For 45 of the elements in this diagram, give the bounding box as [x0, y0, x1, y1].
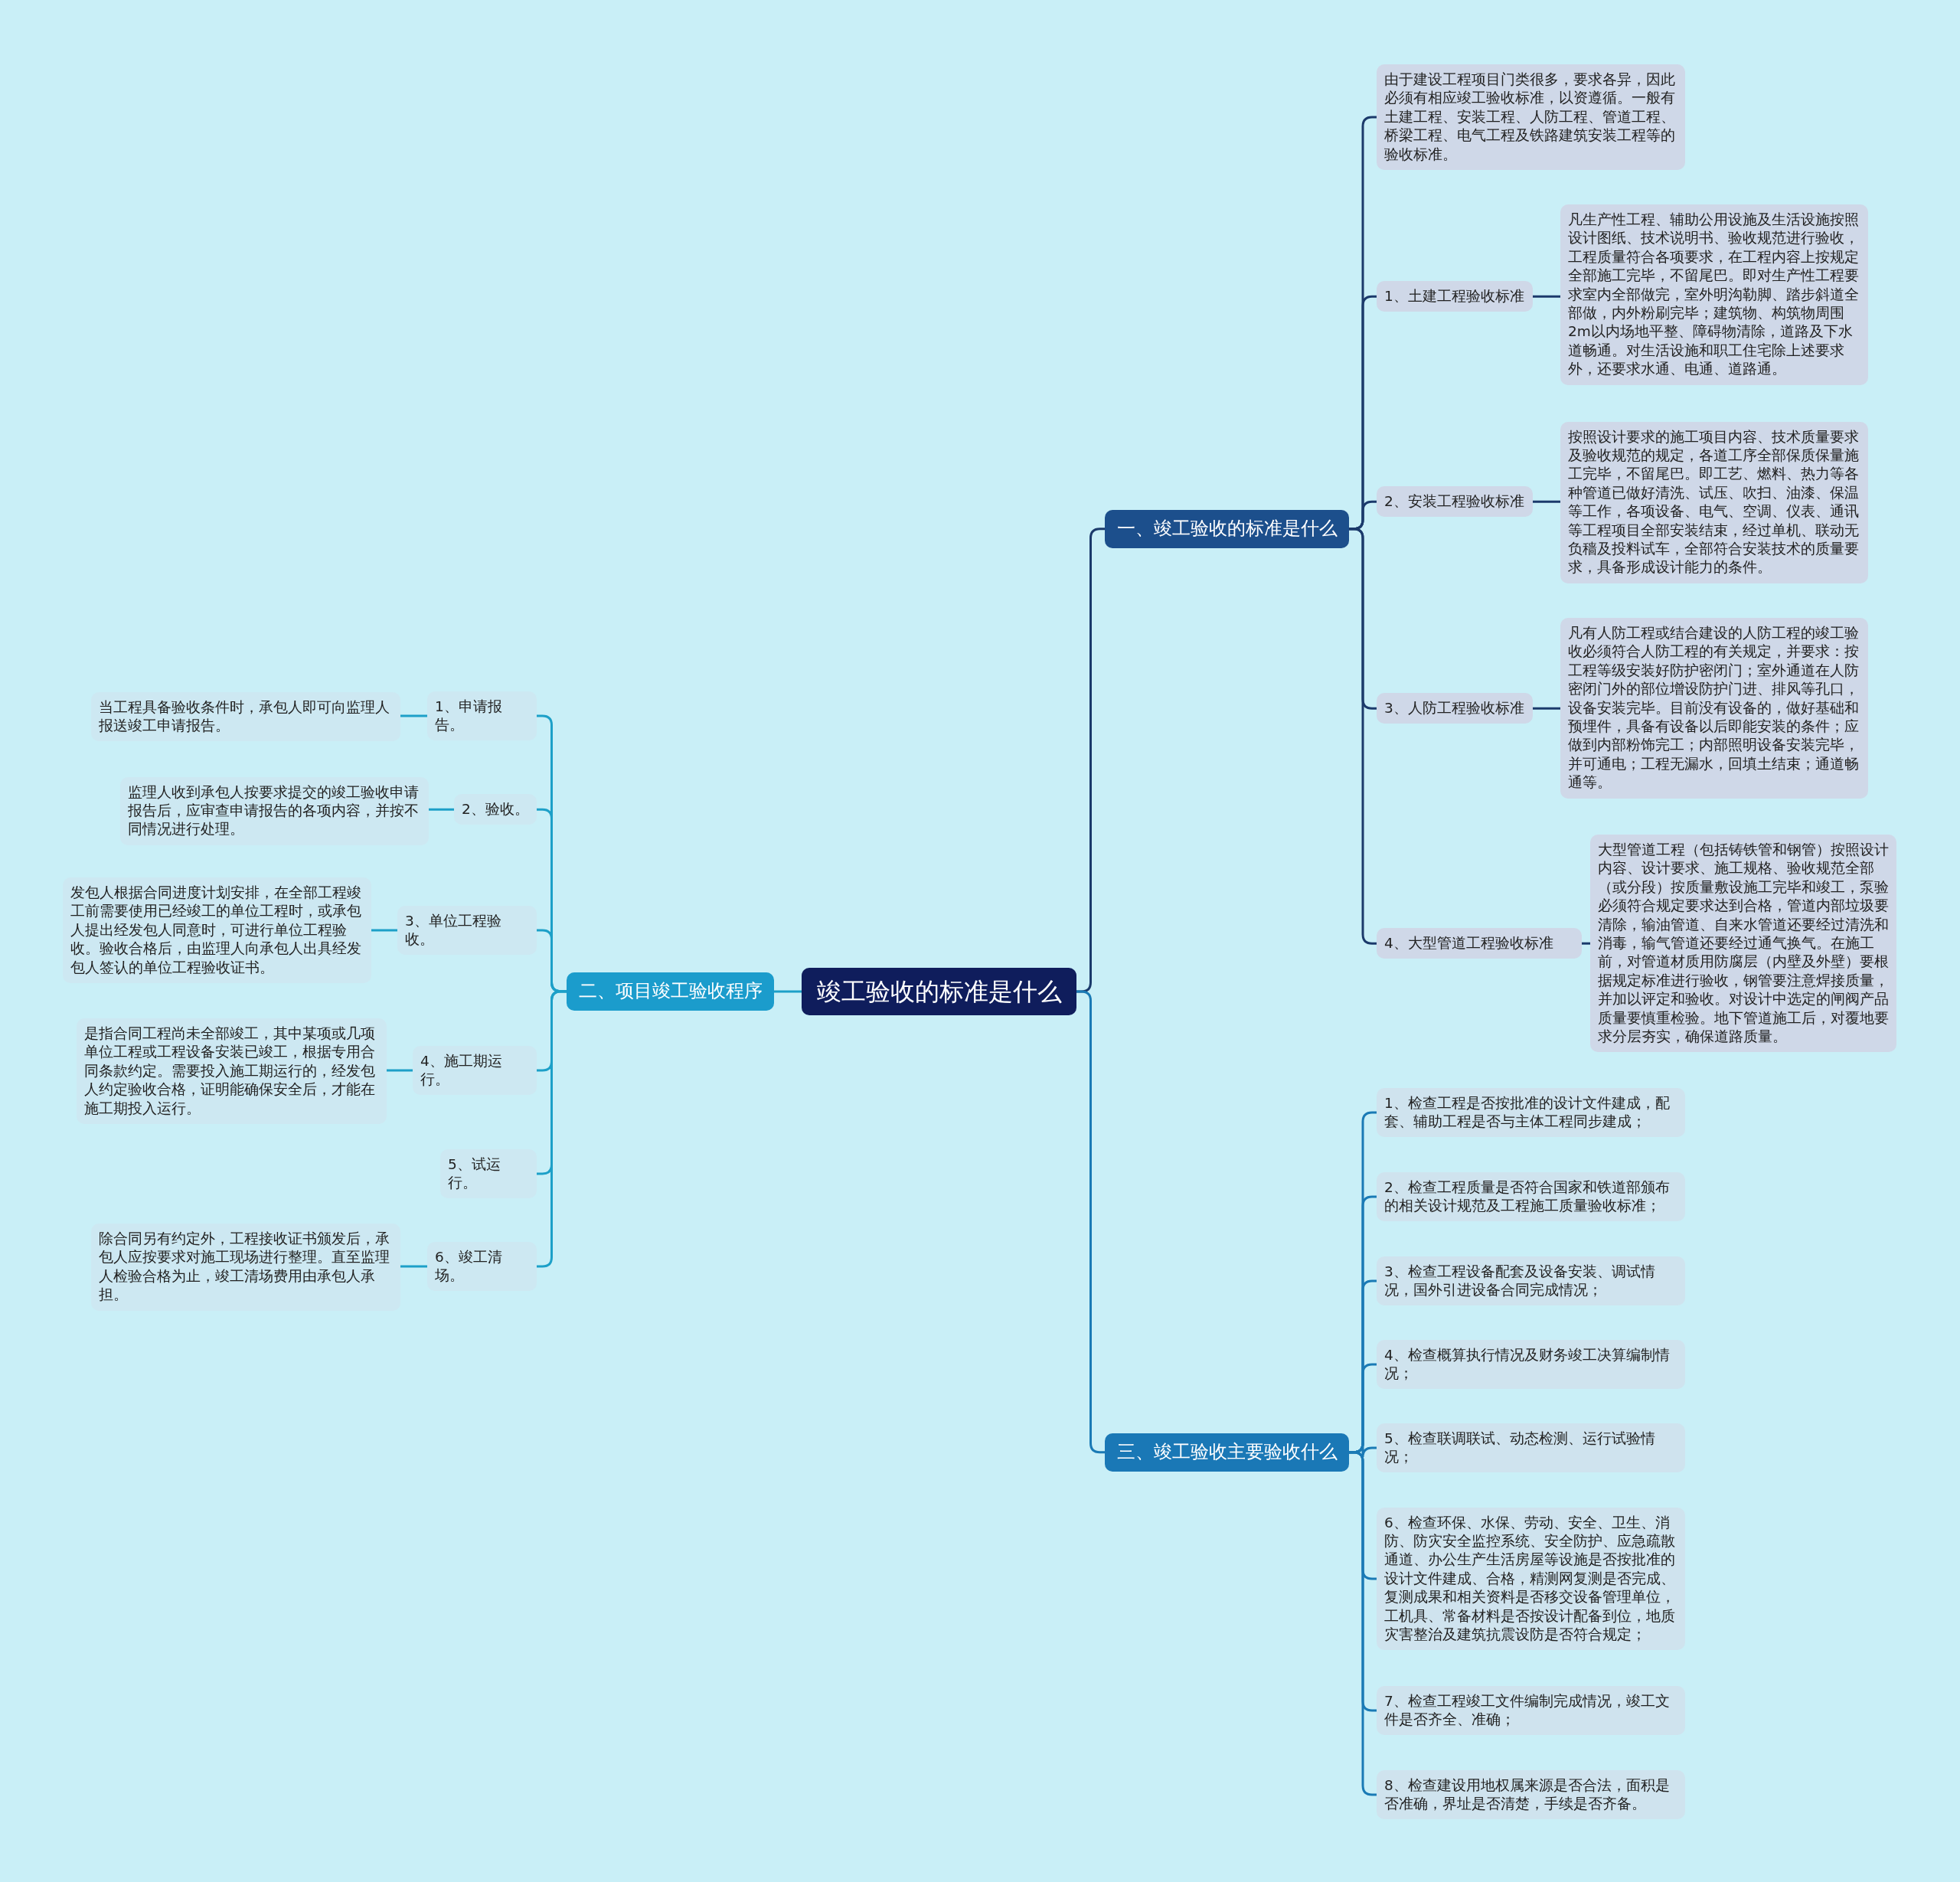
connector-line: [400, 714, 427, 717]
connector-line: [1533, 295, 1560, 298]
connector-line: [1349, 528, 1377, 945]
text-card: 当工程具备验收条件时，承包人即可向监理人报送竣工申请报告。: [91, 691, 400, 742]
connector-line: [1533, 500, 1560, 503]
subtopic-box: 2、安装工程验收标准: [1377, 486, 1533, 518]
text-card: 按照设计要求的施工项目内容、技术质量要求及验收规范的规定，各道工序全部保质保量施工完毕，不留尾巴。即工艺、燃料、热力等各种管道已做好清洗、试压、吹扫、油漆、保温等工作，各项设备、电气、空调、仪表、通讯等工程项目全部安装结束，经过单机、联动无负穑及投料试车，全部符合安装技术的质量要求，具备形成设计能力的条件。: [1560, 421, 1868, 583]
subtopic-box: 3、人防工程验收标准: [1377, 693, 1533, 724]
text-card: 3、检查工程设备配套及设备安装、调试情况，国外引进设备合同完成情况；: [1377, 1256, 1685, 1306]
text-card: 是指合同工程尚未全部竣工，其中某项或几项单位工程或工程设备安装已竣工，根据专用合同条款约定。需要投入施工期运行的，经发包人约定验收合格，证明能确保安全后，才能在施工期投入运行。: [77, 1018, 387, 1125]
subtopic-box: 2、验收。: [454, 794, 537, 825]
text-card: 凡生产性工程、辅助公用设施及生活设施按照设计图纸、技术说明书、验收规范进行验收，工程质量符合各项要求，在工程内容上按规定全部施工完毕，不留尾巴。即对生产性工程要求室内全部做完，室外明沟勒脚、踏步斜道全部做，内外粉刷完毕；建筑物、构筑物周围2m以内场地平整、障碍物清除，道路及下水道畅通。对生活设施和职工住宅除上述要求外，还要求水通、电通、道路通。: [1560, 204, 1868, 385]
subtopic-box: 4、大型管道工程验收标准: [1377, 928, 1582, 959]
branch-topic-box: 一、竣工验收的标准是什么: [1105, 510, 1349, 548]
text-card: 监理人收到承包人按要求提交的竣工验收申请报告后，应审查申请报告的各项内容，并按不同情况进行处理。: [120, 776, 429, 845]
subtopic-box: 4、施工期运行。: [413, 1045, 537, 1096]
branch-topic-box: 二、项目竣工验收程序: [567, 972, 774, 1011]
text-card: 8、检查建设用地权属来源是否合法，面积是否准确，界址是否清楚，手续是否齐备。: [1377, 1769, 1685, 1820]
subtopic-box: 5、试运行。: [440, 1148, 537, 1199]
connector-line: [1582, 942, 1590, 945]
text-card: 由于建设工程项目门类很多，要求各异，因此必须有相应竣工验收标准，以资遵循。一般有土建工程、安装工程、人防工程、管道工程、桥梁工程、电气工程及铁路建筑安装工程等的验收标准。: [1377, 64, 1685, 171]
text-card: 5、检查联调联试、动态检测、运行试验情况；: [1377, 1423, 1685, 1473]
text-card: 4、检查概算执行情况及财务竣工决算编制情况；: [1377, 1339, 1685, 1390]
text-card: 除合同另有约定外，工程接收证书颁发后，承包人应按要求对施工现场进行整理。直至监理人检验合格为止，竣工清场费用由承包人承担。: [91, 1224, 400, 1311]
connector-line: [371, 929, 397, 932]
subtopic-box: 1、申请报告。: [427, 691, 537, 741]
subtopic-box: 6、竣工清场。: [427, 1241, 537, 1292]
connector-line: [429, 808, 454, 811]
text-card: 7、检查工程竣工文件编制完成情况，竣工文件是否齐全、准确；: [1377, 1685, 1685, 1736]
text-card: 1、检查工程是否按批准的设计文件建成，配套、辅助工程是否与主体工程同步建成；: [1377, 1087, 1685, 1138]
connector-line: [774, 990, 802, 993]
connector-line: [1533, 707, 1560, 710]
text-card: 6、检查环保、水保、劳动、安全、卫生、消防、防灾安全监控系统、安全防护、应急疏散通道、办公生产生活房屋等设施是否按批准的设计文件建成、合格，精测网复测是否完成、复测成果和相关资料是否移交设备管理单位，工机具、常备材料是否按设计配备到位，地质灾害整治及建筑抗震设防是否符合规定；: [1377, 1507, 1685, 1651]
connector-line: [1349, 1451, 1377, 1796]
text-card: 大型管道工程（包括铸铁管和钢管）按照设计内容、设计要求、施工规格、验收规范全部（或分段）按质量敷设施工完毕和竣工，泵验必须符合规定要求达到合格，管道内部垃圾要清除，输油管道、自来水管道还要经过清洗和消毒，输气管道还要经过通气换气。在施工前，对管道材质用防腐层（内壁及外壁）要根据规定标准进行验收，钢管要注意焊接质量，并加以评定和验收。对设计中选定的闸阀产品质量要慎重检验。地下管道施工后，对覆地要求分层夯实，确保道路质量。: [1590, 835, 1896, 1053]
branch-topic-box: 三、竣工验收主要验收什么: [1105, 1433, 1349, 1472]
root-topic-box: 竣工验收的标准是什么: [802, 968, 1076, 1016]
text-card: 凡有人防工程或结合建设的人防工程的竣工验收必须符合人防工程的有关规定，并要求：按工程等级安装好防护密闭门；室外通道在人防密闭门外的部位增设防护门进、排风等孔口，设备安装完毕。目前没有设备的，做好基础和预埋件，具备有设备以后即能安装的条件；应做到内部粉饰完工；内部照明设备安装完毕，并可通电；工程无漏水，回填土结束；通道畅通等。: [1560, 618, 1868, 799]
connector-line: [387, 1069, 413, 1072]
subtopic-box: 3、单位工程验收。: [397, 905, 537, 956]
text-card: 发包人根据合同进度计划安排，在全部工程竣工前需要使用已经竣工的单位工程时，或承包人提出经发包人同意时，可进行单位工程验收。验收合格后，由监理人向承包人出具经发包人签认的单位工程验收证书。: [63, 877, 371, 984]
subtopic-box: 1、土建工程验收标准: [1377, 281, 1533, 312]
connector-line: [537, 990, 567, 1268]
connector-line: [400, 1265, 427, 1268]
text-card: 2、检查工程质量是否符合国家和铁道部颁布的相关设计规范及工程施工质量验收标准；: [1377, 1171, 1685, 1222]
